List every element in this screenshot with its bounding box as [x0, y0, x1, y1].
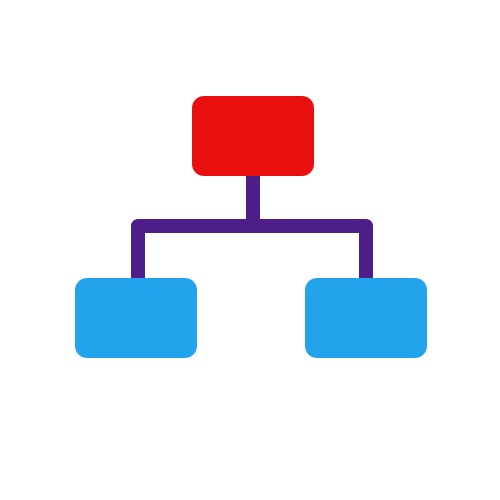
root-node	[192, 96, 314, 176]
branch-line	[131, 219, 373, 278]
left-child-node	[75, 278, 197, 358]
right-child-node	[305, 278, 427, 358]
connector-lines	[131, 176, 373, 278]
